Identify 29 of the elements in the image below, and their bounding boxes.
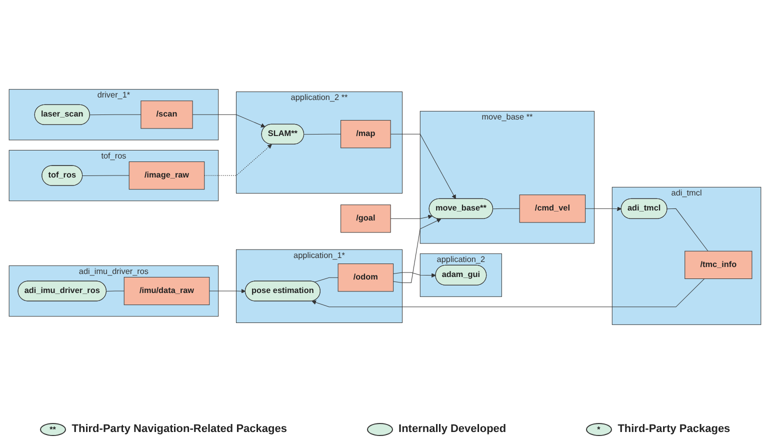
connector — [304, 133, 342, 134]
node-box: /map — [340, 120, 391, 148]
connector — [666, 208, 708, 251]
connector — [82, 174, 130, 176]
arrow — [393, 218, 442, 282]
legend-label: Third-Party Packages — [618, 423, 730, 435]
legend-label: Third-Party Navigation-Related Packages — [72, 423, 287, 435]
node-box: /image_raw — [128, 160, 205, 190]
arrow — [312, 278, 705, 307]
node-box: /imu/data_raw — [124, 276, 210, 305]
legend-swatch: * — [586, 422, 612, 436]
node-box: /tmc_info — [684, 250, 752, 278]
connector — [106, 290, 124, 292]
arrow — [390, 214, 432, 219]
arrow — [209, 288, 246, 293]
connector — [314, 276, 338, 282]
connector — [492, 208, 520, 209]
node-box: /odom — [338, 263, 394, 292]
arrow — [393, 272, 436, 278]
legend-swatch: ** — [40, 422, 66, 436]
node-box: /goal — [340, 204, 391, 232]
legend-label: Internally Developed — [398, 423, 506, 435]
arrow — [192, 114, 266, 127]
node-box: /scan — [140, 100, 193, 128]
node-box: /cmd_vel — [519, 194, 586, 222]
connector — [90, 114, 142, 115]
arrow — [390, 133, 456, 199]
arrow — [585, 206, 622, 211]
arrow — [204, 144, 272, 176]
